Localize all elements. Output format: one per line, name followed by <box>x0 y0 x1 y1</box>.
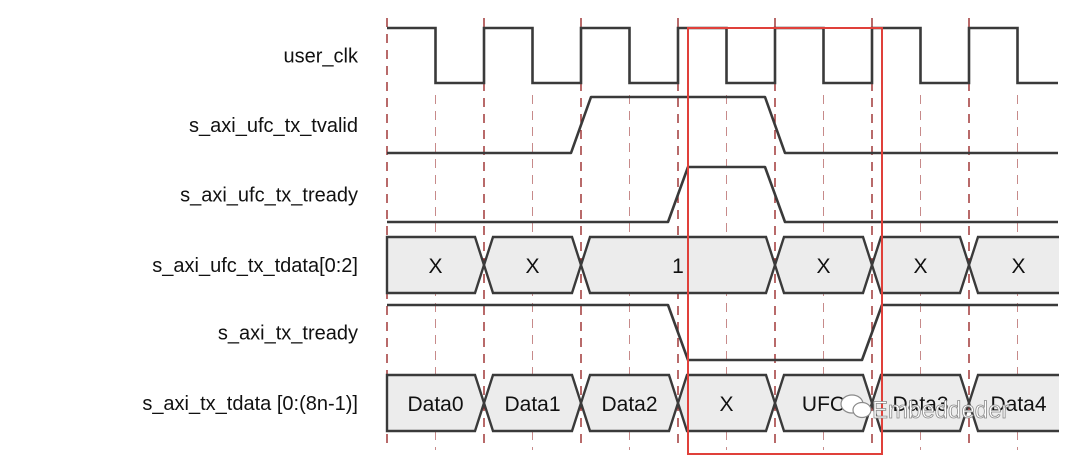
bus-segment <box>870 373 971 433</box>
bus-value: Data2 <box>601 393 657 416</box>
bus-value: Data1 <box>504 393 560 416</box>
waveform-user-clk <box>387 26 1058 85</box>
waveform-s-axi-tx-tready <box>387 303 1058 362</box>
signal-label-s-axi-ufc-tx-tvalid: s_axi_ufc_tx_tvalid <box>189 115 358 137</box>
bus-value: 1 <box>672 255 684 278</box>
bus-segment <box>676 373 777 433</box>
bus-segment <box>773 235 874 295</box>
bus-segment <box>773 373 874 433</box>
bus-value: X <box>913 255 927 278</box>
watermark: Embeddeder <box>840 394 1010 424</box>
bus-value: Data4 <box>990 393 1046 416</box>
right-mask <box>1059 0 1080 457</box>
bus-segment <box>579 373 680 433</box>
waveform-s-axi-ufc-tx-tvalid <box>387 95 1058 155</box>
bus-value: Data3 <box>892 393 948 416</box>
bus-value: X <box>816 255 830 278</box>
waveform-s-axi-ufc-tx-tready <box>387 165 1058 224</box>
signal-label-s-axi-ufc-tx-tready: s_axi_ufc_tx_tready <box>180 185 358 207</box>
bus-segment <box>870 235 971 295</box>
bus-segment <box>385 235 486 295</box>
bus-segment <box>482 235 583 295</box>
bus-value: Data0 <box>407 393 463 416</box>
watermark-text: Embeddeder <box>872 397 1009 424</box>
bus-value: X <box>428 255 442 278</box>
bus-segment <box>579 235 777 295</box>
bus-segment <box>385 373 486 433</box>
highlight-rect <box>687 27 883 455</box>
signal-label-user-clk: user_clk <box>284 46 359 68</box>
signal-label-s-axi-tx-tdata-0-8n-1: s_axi_tx_tdata [0:(8n-1)] <box>142 393 358 415</box>
bus-value: X <box>525 255 539 278</box>
signal-label-s-axi-ufc-tx-tdata-0-2: s_axi_ufc_tx_tdata[0:2] <box>152 255 358 277</box>
wechat-icon <box>840 394 872 419</box>
bus-value: X <box>719 393 733 416</box>
bus-value: UFC <box>802 393 845 416</box>
highlight-box <box>687 27 883 455</box>
bus-segment <box>482 373 583 433</box>
signal-label-s-axi-tx-tready: s_axi_tx_tready <box>218 323 358 345</box>
signal-labels: user_clk s_axi_ufc_tx_tvalid s_axi_ufc_tx_… <box>142 46 359 416</box>
bus-value: X <box>1011 255 1025 278</box>
